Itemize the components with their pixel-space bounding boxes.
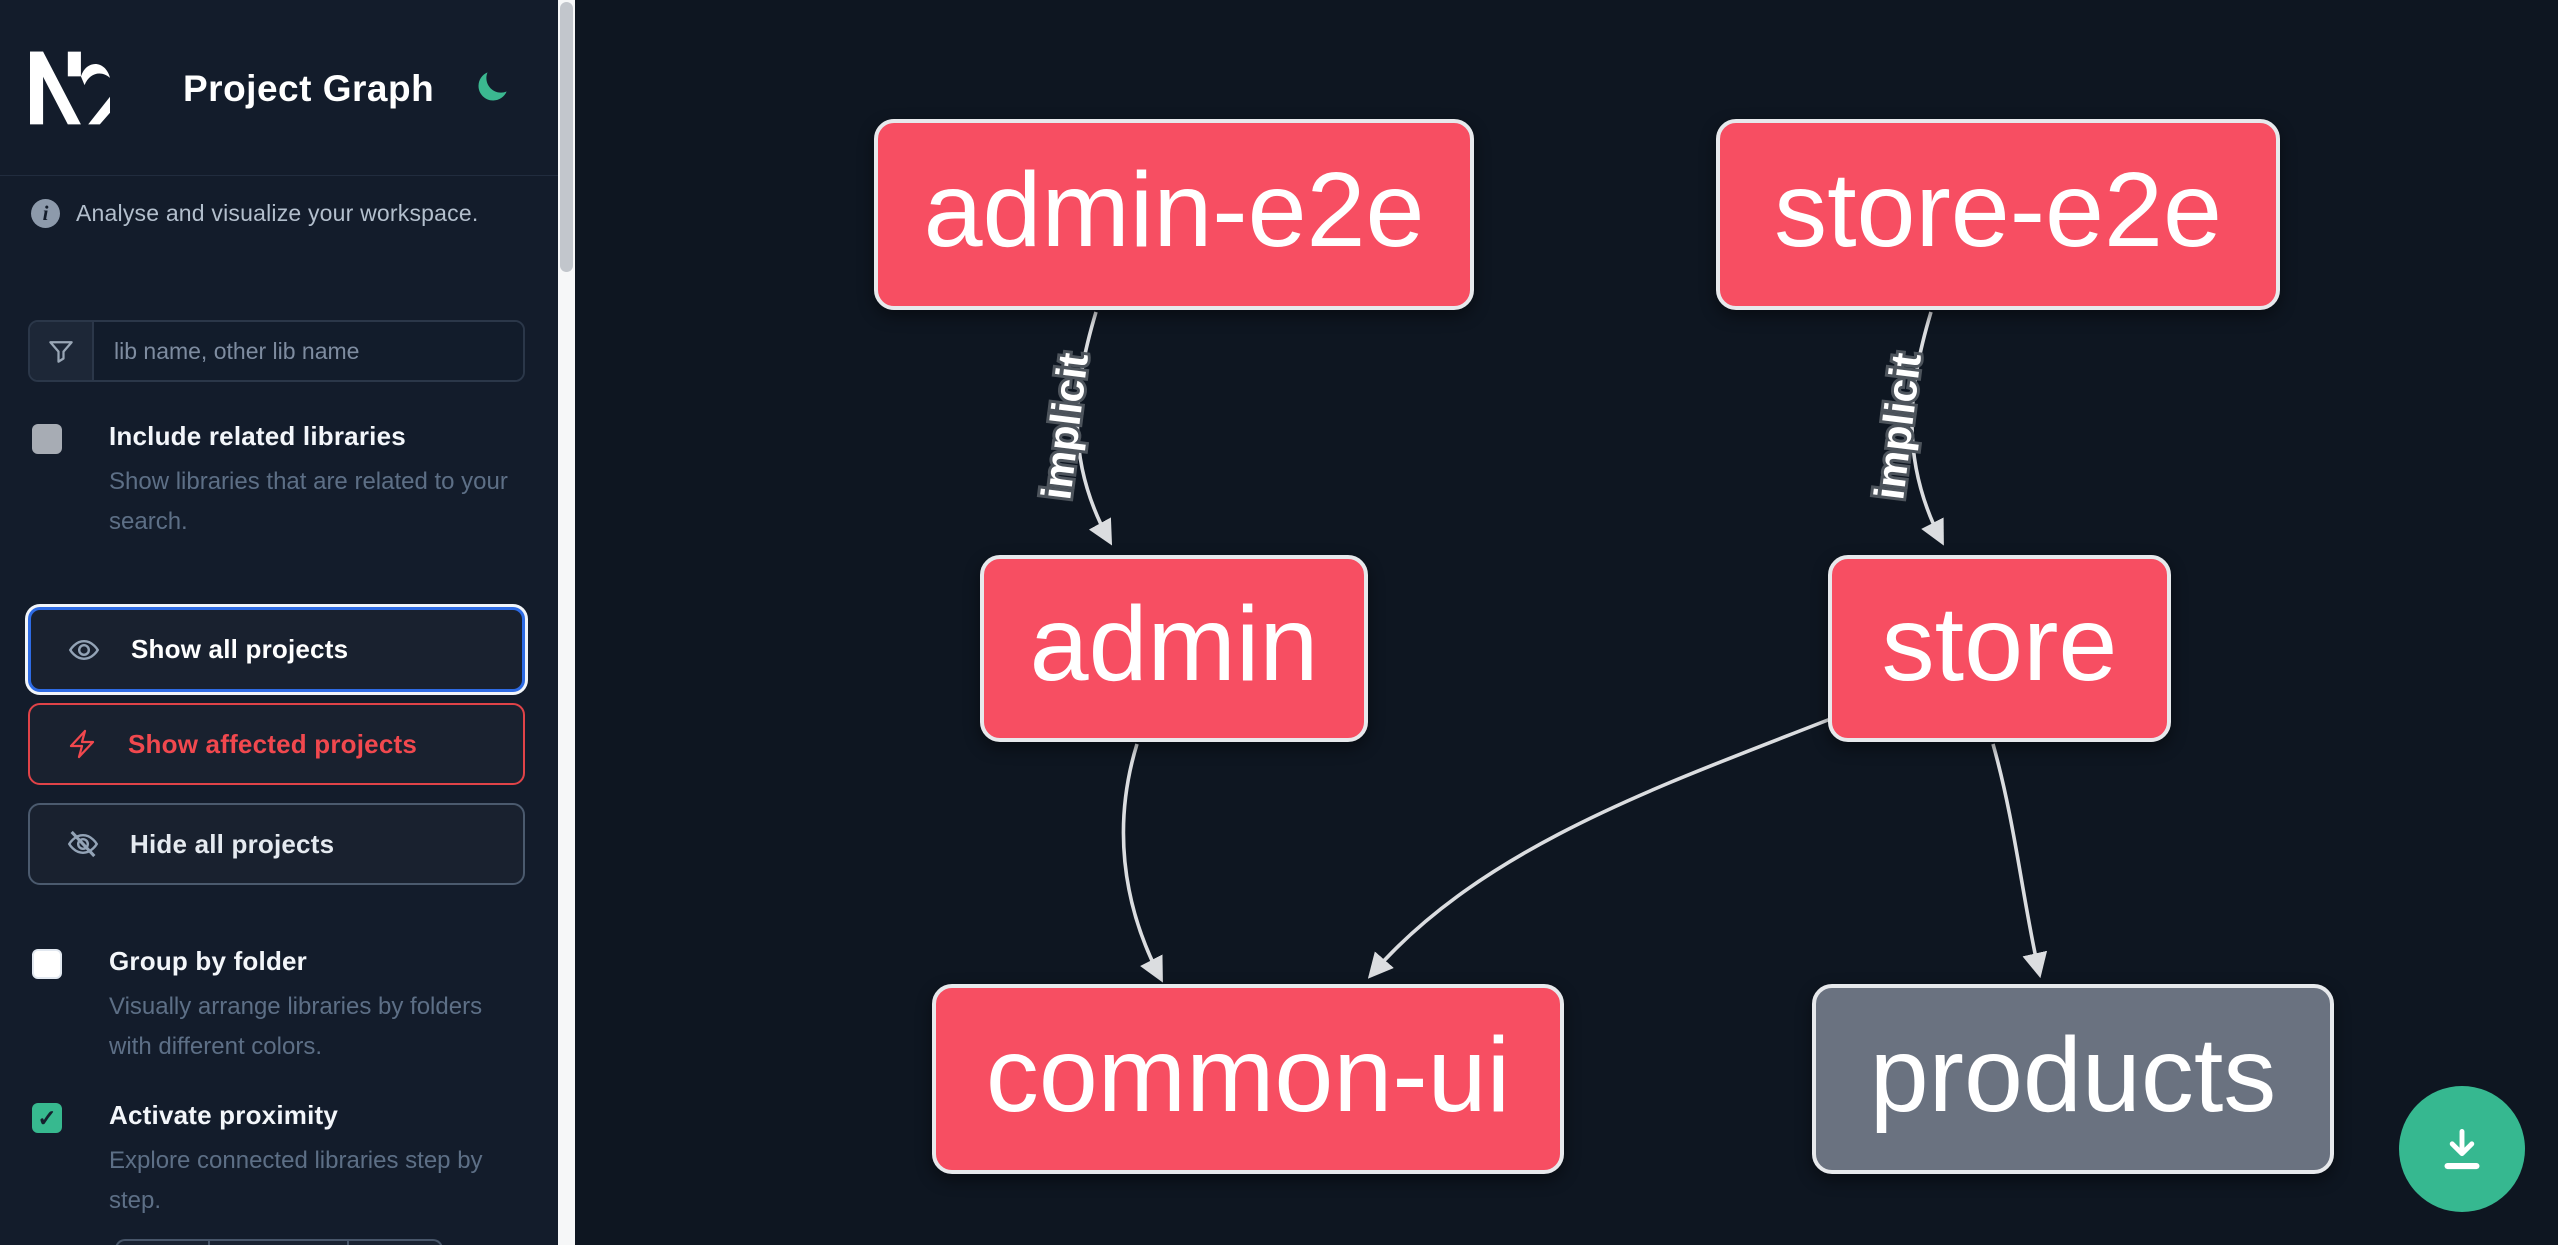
graph-node-common-ui[interactable]: common-ui xyxy=(932,984,1564,1174)
toggle-text: Activate proximity Explore connected lib… xyxy=(109,1100,509,1221)
toggle-text: Group by folder Visually arrange librari… xyxy=(109,946,509,1067)
button-label: Hide all projects xyxy=(130,828,335,859)
eye-icon xyxy=(68,639,100,660)
graph-node-store-e2e[interactable]: store-e2e xyxy=(1716,119,2280,310)
toggle-group-by-folder[interactable]: Group by folder Visually arrange librari… xyxy=(32,946,509,1067)
scrollbar-thumb[interactable] xyxy=(560,2,573,272)
edge-admin-to-common-ui xyxy=(1121,743,1163,983)
graph-node-admin-e2e[interactable]: admin-e2e xyxy=(874,119,1474,310)
tagline-row: i Analyse and visualize your workspace. xyxy=(31,199,478,228)
edge-store-to-common-ui xyxy=(1367,716,1834,979)
segment[interactable] xyxy=(117,1241,210,1245)
toggle-label: Group by folder xyxy=(109,946,307,976)
hide-all-projects-button[interactable]: Hide all projects xyxy=(28,803,525,885)
segment[interactable] xyxy=(210,1241,349,1245)
edge-admin-e2e-to-admin xyxy=(1075,311,1113,546)
show-affected-projects-button[interactable]: Show affected projects xyxy=(28,703,525,785)
sidebar-header: Project Graph xyxy=(0,0,558,176)
edge-store-to-products xyxy=(1991,743,2048,979)
proximity-step-control[interactable] xyxy=(115,1239,443,1245)
toggle-description: Visually arrange libraries by folders wi… xyxy=(109,993,483,1060)
group-by-folder-checkbox[interactable] xyxy=(32,949,62,979)
tagline-text: Analyse and visualize your workspace. xyxy=(76,200,479,226)
toggle-include-related-libraries[interactable]: Include related libraries Show libraries… xyxy=(32,421,509,542)
eye-off-icon xyxy=(67,830,99,858)
graph-node-admin[interactable]: admin xyxy=(980,555,1368,742)
download-icon xyxy=(2444,1129,2480,1170)
download-graph-button[interactable] xyxy=(2399,1086,2525,1212)
button-label: Show all projects xyxy=(131,634,349,664)
edge-store-e2e-to-store xyxy=(1910,311,1944,546)
moon-icon xyxy=(478,71,507,100)
filter-icon xyxy=(30,322,94,380)
toggle-activate-proximity[interactable]: ✓ Activate proximity Explore connected l… xyxy=(32,1100,509,1221)
bolt-icon xyxy=(69,729,95,759)
button-label: Show affected projects xyxy=(128,728,418,759)
toggle-label: Activate proximity xyxy=(109,1100,339,1130)
page-title: Project Graph xyxy=(183,68,435,109)
graph-node-store[interactable]: store xyxy=(1828,555,2171,742)
toggle-description: Show libraries that are related to your … xyxy=(109,468,508,535)
segment[interactable] xyxy=(349,1241,441,1245)
info-icon: i xyxy=(31,199,60,228)
edge-label-admin-e2e-to-admin: implicit xyxy=(1032,350,1097,502)
project-search xyxy=(28,320,525,382)
graph-node-products[interactable]: products xyxy=(1812,984,2334,1174)
activate-proximity-checkbox[interactable]: ✓ xyxy=(32,1103,62,1133)
toggle-text: Include related libraries Show libraries… xyxy=(109,421,509,542)
search-input[interactable] xyxy=(94,322,523,380)
include-related-checkbox[interactable] xyxy=(32,424,62,454)
toggle-label: Include related libraries xyxy=(109,421,406,451)
theme-toggle-button[interactable] xyxy=(472,68,512,108)
show-all-projects-button[interactable]: Show all projects xyxy=(28,607,525,692)
sidebar: Project Graph i Analyse and visualize yo… xyxy=(0,0,558,1245)
toggle-description: Explore connected libraries step by step… xyxy=(109,1147,483,1214)
sidebar-scrollbar xyxy=(558,0,575,1245)
nx-logo xyxy=(30,51,110,125)
